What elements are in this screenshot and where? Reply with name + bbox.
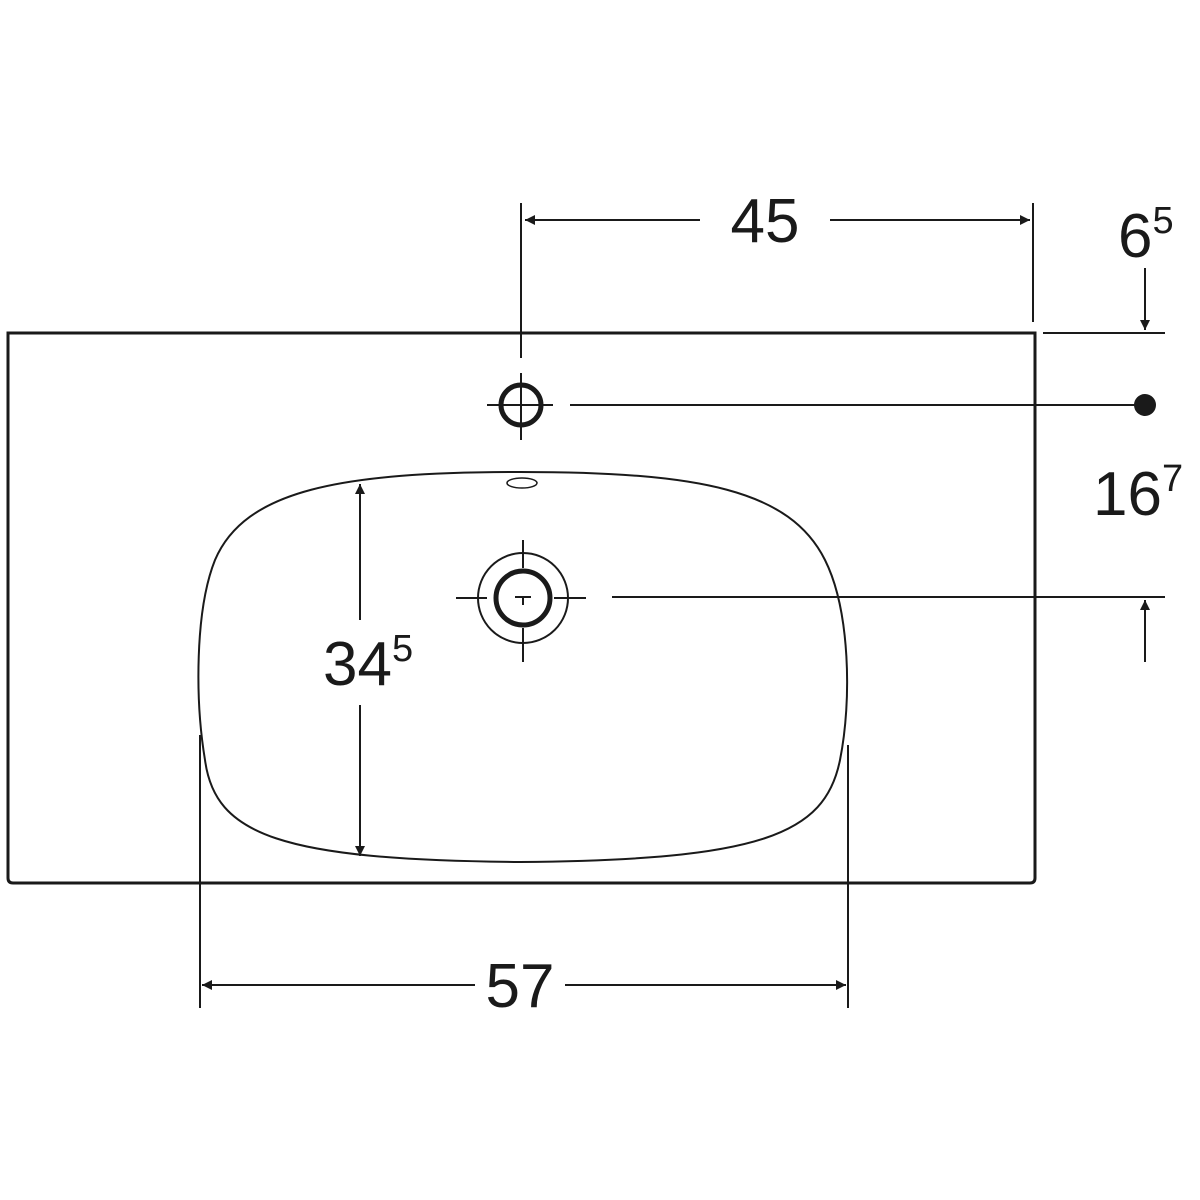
dimension-57 [199,735,849,1008]
label-34-5: 345 [323,628,413,699]
tap-hole [487,203,1156,440]
overflow-hole [506,477,538,489]
drain-hole [456,540,1165,662]
dimension-45 [525,203,1034,322]
bowl-outline [197,470,849,864]
label-16-7: 167 [1093,458,1183,529]
label-6-5: 65 [1118,200,1174,271]
label-57: 57 [486,952,555,1021]
dimension-6-5 [1043,268,1165,334]
label-45: 45 [731,187,800,256]
basin-top-outline [6,331,1037,885]
